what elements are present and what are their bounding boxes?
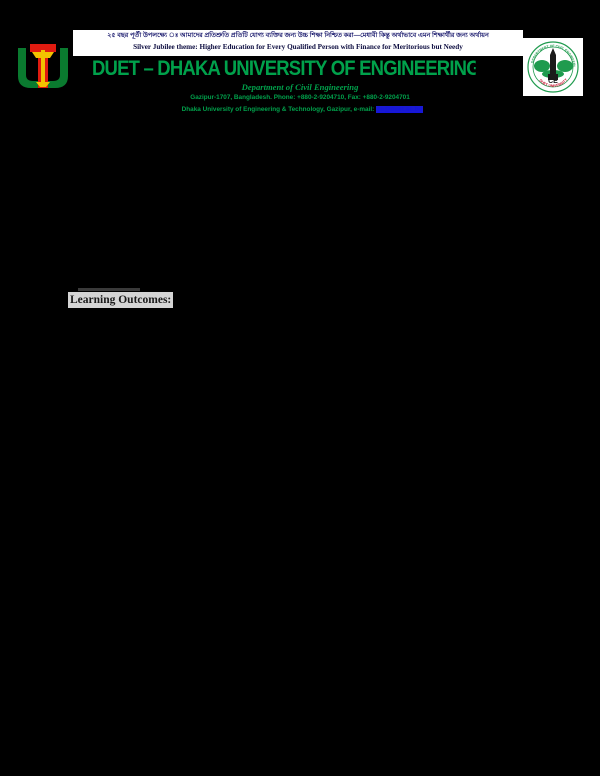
slogan-banner-background bbox=[73, 30, 523, 56]
letterhead: ২৫ বছর পূর্তী উপলক্ষ্যে ঃ আমাদের প্রতিশ্… bbox=[0, 0, 600, 124]
department-seal-icon: CE DEPARTMENT OF CIVIL ENGINEERING DUET … bbox=[522, 35, 579, 93]
learning-outcomes-label: Learning Outcomes: bbox=[70, 293, 172, 306]
address-line: Gazipur-1707, Bangladesh. Phone: +880-2-… bbox=[190, 94, 410, 101]
svg-text:CE: CE bbox=[548, 78, 558, 85]
slogan-english: Silver Jubilee theme: Higher Education f… bbox=[133, 43, 463, 51]
university-name: DUET – DHAKA UNIVERSITY OF ENGINEERING &… bbox=[92, 57, 476, 80]
scan-artifact-line bbox=[78, 288, 140, 291]
civil-engineering-department-seal: CE DEPARTMENT OF CIVIL ENGINEERING DUET … bbox=[522, 35, 583, 96]
duet-monogram-icon bbox=[18, 44, 68, 88]
contact-line-text: Dhaka University of Engineering & Techno… bbox=[181, 106, 375, 113]
contact-email-link[interactable]: ce@duet.ac.bd bbox=[376, 106, 424, 113]
learning-outcomes-heading: Learning Outcomes: bbox=[68, 292, 174, 308]
contact-line-wrapper: Dhaka University of Engineering & Techno… bbox=[130, 105, 475, 114]
duet-monogram-logo bbox=[12, 42, 74, 92]
slogan-bengali: ২৫ বছর পূর্তী উপলক্ষ্যে ঃ আমাদের প্রতিশ্… bbox=[107, 32, 489, 39]
department-line: Department of Civil Engineering bbox=[241, 82, 359, 92]
